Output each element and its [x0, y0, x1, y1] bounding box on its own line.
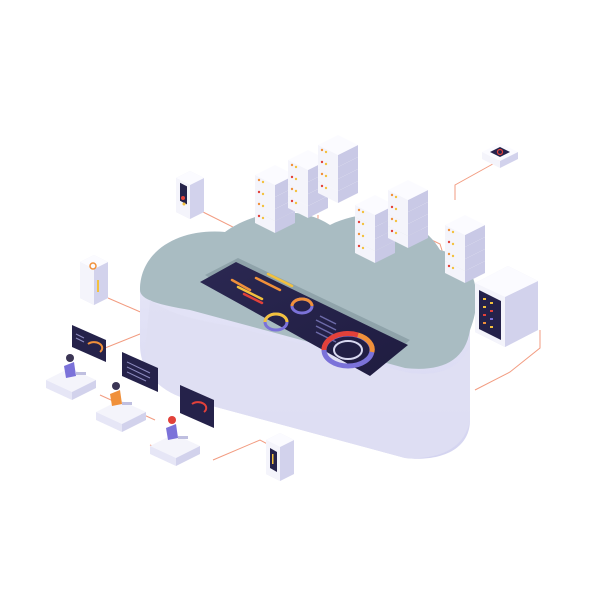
server-led	[357, 244, 361, 248]
router-box	[482, 143, 518, 168]
server-led	[324, 162, 328, 166]
workstation-1	[46, 325, 106, 400]
server-led	[357, 232, 361, 236]
server-led	[451, 242, 455, 246]
server-led	[390, 229, 394, 233]
dashboard-screen	[200, 258, 410, 376]
server-led	[290, 163, 294, 167]
server-led	[320, 160, 324, 164]
server-led	[290, 187, 294, 191]
server-led	[447, 228, 451, 232]
server-stack	[388, 180, 428, 248]
server-led	[361, 222, 365, 226]
server-led	[390, 217, 394, 221]
server-led	[390, 193, 394, 197]
server-tower-bottom	[266, 433, 294, 481]
server-led	[447, 264, 451, 268]
server-led	[361, 234, 365, 238]
server-led	[261, 180, 265, 184]
server-led	[257, 214, 261, 218]
server-racks	[255, 135, 485, 283]
dashboard-bars	[230, 272, 294, 305]
server-led	[294, 177, 298, 181]
server-led	[447, 240, 451, 244]
server-led	[394, 219, 398, 223]
server-led	[257, 190, 261, 194]
server-led	[394, 195, 398, 199]
server-stack	[318, 135, 358, 203]
server-led	[320, 172, 324, 176]
server-led	[320, 148, 324, 152]
server-led	[261, 216, 265, 220]
server-led	[451, 266, 455, 270]
workstation-3	[150, 385, 214, 466]
server-led	[451, 254, 455, 258]
server-led	[390, 205, 394, 209]
server-led	[257, 202, 261, 206]
server-stack	[445, 215, 485, 283]
server-led	[324, 186, 328, 190]
server-led	[451, 230, 455, 234]
server-led	[357, 208, 361, 212]
server-led	[394, 231, 398, 235]
server-led	[294, 201, 298, 205]
server-led	[261, 204, 265, 208]
server-led	[290, 175, 294, 179]
server-led	[324, 174, 328, 178]
server-led	[257, 178, 261, 182]
server-led	[361, 246, 365, 250]
server-tower-small	[176, 171, 204, 219]
server-led	[294, 165, 298, 169]
server-led	[320, 184, 324, 188]
dashboard-gauge-large	[321, 331, 375, 369]
server-led	[294, 189, 298, 193]
workstation-2	[96, 352, 158, 432]
dashboard-gauge-small	[263, 297, 314, 332]
server-cabinet-large	[475, 266, 538, 347]
server-led	[447, 252, 451, 256]
server-tower-left	[80, 255, 108, 305]
server-led	[394, 207, 398, 211]
server-led	[357, 220, 361, 224]
server-led	[261, 192, 265, 196]
server-led	[324, 150, 328, 154]
server-stack	[355, 195, 395, 263]
server-led	[361, 210, 365, 214]
server-led	[290, 199, 294, 203]
